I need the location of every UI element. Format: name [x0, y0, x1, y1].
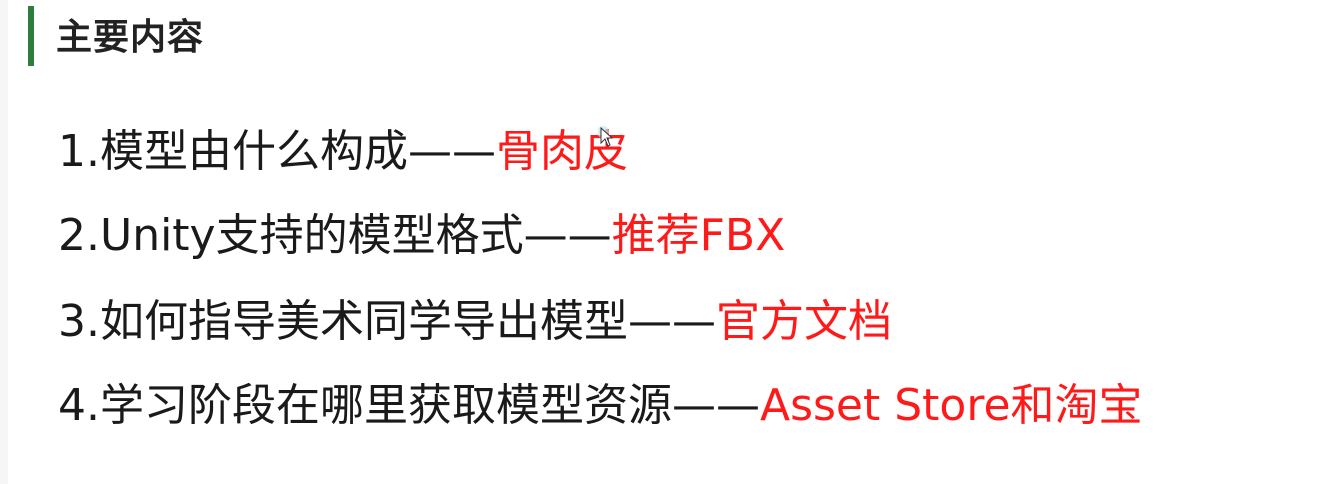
item-dash: —— [671, 380, 760, 431]
item-text: 模型由什么构成 [99, 126, 408, 177]
item-text: 学习阶段在哪里获取模型资源 [99, 380, 672, 431]
content-item-3: 3.如何指导美术同学导出模型——官方文档 [58, 292, 892, 352]
slide-title: 主要内容 [56, 17, 205, 58]
item-dash: —— [523, 210, 612, 261]
item-highlight: Asset Store和淘宝 [759, 380, 1143, 431]
item-number: 3. [58, 296, 100, 347]
content-item-2: 2.Unity支持的模型格式——推荐FBX [58, 206, 785, 266]
content-item-1: 1.模型由什么构成——骨肉皮 [58, 122, 628, 182]
item-number: 4. [58, 380, 100, 431]
content-item-4: 4.学习阶段在哪里获取模型资源——Asset Store和淘宝 [58, 376, 1143, 436]
item-number: 1. [58, 126, 100, 177]
item-text: 如何指导美术同学导出模型 [99, 296, 628, 347]
item-number: 2. [58, 210, 100, 261]
title-accent-bar [28, 6, 34, 66]
item-highlight: 推荐FBX [611, 210, 786, 261]
mouse-cursor-icon [598, 126, 614, 147]
slide-left-edge [0, 0, 8, 484]
item-text: Unity支持的模型格式 [99, 210, 524, 261]
item-dash: —— [407, 126, 496, 177]
item-highlight: 官方文档 [715, 296, 892, 347]
item-dash: —— [627, 296, 716, 347]
